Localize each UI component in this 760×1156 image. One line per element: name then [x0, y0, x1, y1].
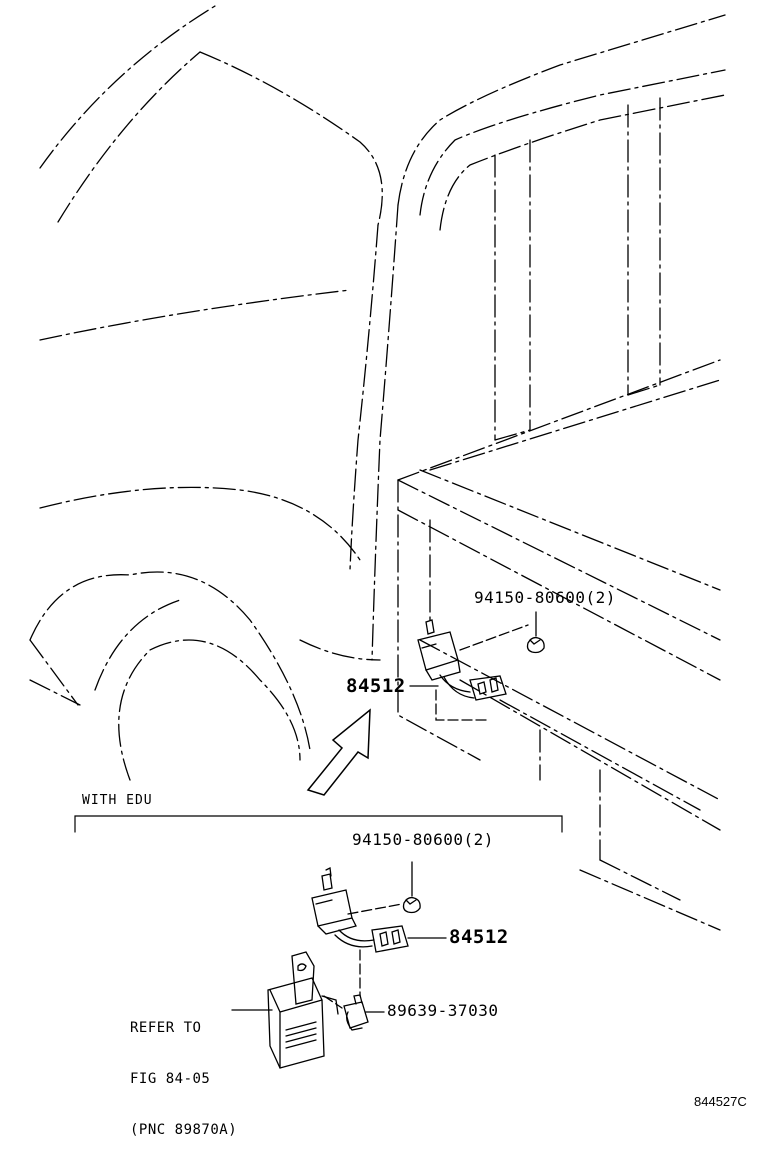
label-connector-inset: 89639-37030 — [387, 1001, 499, 1020]
vehicle-parts-diagram — [29, 5, 726, 1069]
connector-dash-inset-2 — [323, 995, 343, 1009]
sensor-84512-inset — [311, 867, 409, 953]
sensor-84512-upper — [417, 619, 507, 701]
edu-module — [267, 951, 339, 1069]
inset-bracket — [74, 815, 563, 833]
reference-line-3: (PNC 89870A) — [130, 1122, 238, 1138]
leader-clip-to-sensor-inset — [347, 903, 403, 915]
label-clip-upper: 94150-80600(2) — [474, 588, 616, 607]
reference-note: REFER TO FIG 84-05 (PNC 89870A) — [130, 986, 237, 1156]
reference-line-2: FIG 84-05 — [130, 1071, 211, 1087]
clip-94150-upper — [526, 636, 545, 654]
label-sensor-upper: 84512 — [346, 675, 406, 697]
vehicle-cab-outline — [29, 5, 399, 781]
figure-code: 844527C — [694, 1094, 747, 1109]
reference-line-1: REFER TO — [130, 1020, 202, 1036]
label-clip-inset: 94150-80600(2) — [352, 830, 494, 849]
view-direction-arrow — [306, 708, 371, 796]
clip-94150-inset — [402, 896, 421, 914]
connector-89639 — [343, 994, 369, 1031]
connector-dash-upper — [435, 689, 491, 721]
label-sensor-inset: 84512 — [449, 926, 509, 948]
door-frame-outline — [397, 14, 726, 931]
leader-clip-to-sensor-upper — [459, 624, 529, 651]
inset-title: WITH EDU — [82, 793, 153, 808]
